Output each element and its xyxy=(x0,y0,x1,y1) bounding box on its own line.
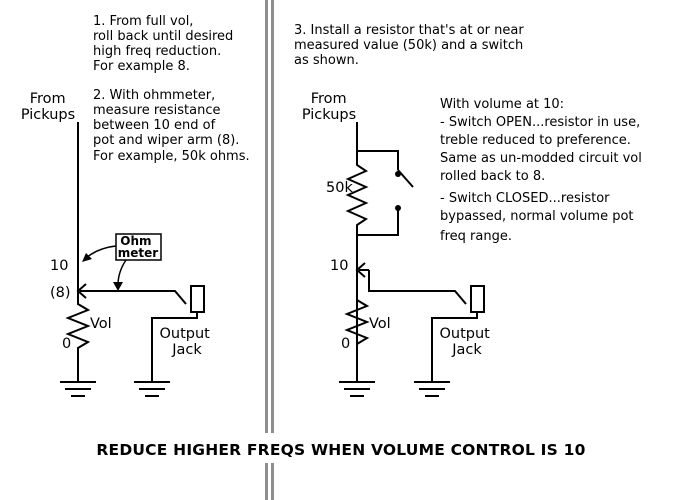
note-line: With volume at 10: xyxy=(440,97,564,112)
from-pickups-line: From xyxy=(311,91,347,107)
step2-line: between 10 end of xyxy=(93,118,216,133)
from-pickups-label: From Pickups xyxy=(21,91,75,123)
panel-divider-highlight xyxy=(268,0,271,500)
series-resistor-and-wire xyxy=(345,122,369,382)
step1-line: For example 8. xyxy=(93,59,190,74)
step3-line: measured value (50k) and a switch xyxy=(294,38,523,53)
ohm-meter-probe-top xyxy=(85,245,117,259)
note-line: rolled back to 8. xyxy=(440,169,545,184)
jack-ground-wire xyxy=(151,312,198,382)
jack-ground-wire-right xyxy=(431,312,478,382)
step2-line: measure resistance xyxy=(93,103,221,118)
output-jack-symbol-right xyxy=(470,285,485,313)
note-line: bypassed, normal volume pot xyxy=(440,209,634,224)
output-jack-line: Output xyxy=(160,326,211,342)
right-panel: 3. Install a resistor that's at or near … xyxy=(294,23,646,397)
jack-ground-symbol-right xyxy=(414,381,450,397)
note-line: - Switch OPEN...resistor in use, xyxy=(440,115,640,130)
diagram-title: REDUCE HIGHER FREQS WHEN VOLUME CONTROL … xyxy=(96,441,585,459)
ohm-meter-box xyxy=(115,233,162,261)
ohm-meter-label: Ohm meter xyxy=(118,234,159,260)
pot-bottom-label: 0 xyxy=(62,336,71,352)
switch-contact-top xyxy=(395,171,401,177)
wiper-arrow-right xyxy=(355,262,369,278)
step1-line: high freq reduction. xyxy=(93,44,221,59)
ohm-meter-line: meter xyxy=(118,246,159,260)
output-jack-symbol xyxy=(190,285,205,313)
vol-pot-resistor xyxy=(65,280,91,382)
pot-name-label-right: Vol xyxy=(369,316,391,332)
step3-line: 3. Install a resistor that's at or near xyxy=(294,23,524,38)
pot-wiper-label: (8) xyxy=(50,285,71,301)
pot-top-label: 10 xyxy=(50,258,68,274)
ohm-meter-probe-wiper xyxy=(117,259,127,286)
output-wire-right xyxy=(368,270,467,305)
switch-bottom-wire xyxy=(357,208,399,236)
probe-arrow-wiper xyxy=(113,282,123,291)
step2-line: 2. With ohmmeter, xyxy=(93,88,215,103)
from-pickups-label-right: From Pickups xyxy=(302,91,356,123)
output-jack-label-right: Output Jack xyxy=(440,326,495,358)
ohm-meter-line: Ohm xyxy=(120,234,151,248)
step1-instructions: 1. From full vol, roll back until desire… xyxy=(93,14,237,74)
pot-top-label-right: 10 xyxy=(330,258,348,274)
ground-symbol-right xyxy=(339,381,375,397)
step2-instructions: 2. With ohmmeter, measure resistance bet… xyxy=(93,88,250,164)
output-jack-label: Output Jack xyxy=(160,326,215,358)
pot-bottom-label-right: 0 xyxy=(341,336,350,352)
note-line: treble reduced to preference. xyxy=(440,133,631,148)
from-pickups-line: From xyxy=(30,91,66,107)
from-pickups-line: Pickups xyxy=(21,107,75,123)
step1-line: roll back until desired xyxy=(93,29,233,44)
note-line: freq range. xyxy=(440,229,512,244)
note-line: - Switch CLOSED...resistor xyxy=(440,191,610,206)
switch-top-wire xyxy=(357,150,399,170)
step3-line: as shown. xyxy=(294,53,359,68)
from-pickups-line: Pickups xyxy=(302,107,356,123)
title-banner xyxy=(92,433,590,463)
step3-instructions: 3. Install a resistor that's at or near … xyxy=(294,23,528,68)
output-wire xyxy=(92,290,187,305)
jack-ground-symbol xyxy=(134,381,170,397)
step2-line: pot and wiper arm (8). xyxy=(93,133,239,148)
left-panel: 1. From full vol, roll back until desire… xyxy=(21,14,250,397)
note-line: Same as un-modded circuit vol xyxy=(440,151,642,166)
wiper-arrow xyxy=(76,283,92,299)
step1-line: 1. From full vol, xyxy=(93,14,193,29)
output-jack-line: Jack xyxy=(451,342,482,358)
vol-pot-resistor-right xyxy=(344,280,370,345)
resistor-value-label: 50k xyxy=(326,180,353,196)
output-jack-line: Output xyxy=(440,326,491,342)
ground-symbol xyxy=(60,381,96,397)
probe-arrow-top xyxy=(82,253,92,262)
output-jack-line: Jack xyxy=(171,342,202,358)
pot-name-label: Vol xyxy=(90,316,112,332)
volume-notes: With volume at 10: - Switch OPEN...resis… xyxy=(440,97,646,244)
step2-line: For example, 50k ohms. xyxy=(93,149,250,164)
